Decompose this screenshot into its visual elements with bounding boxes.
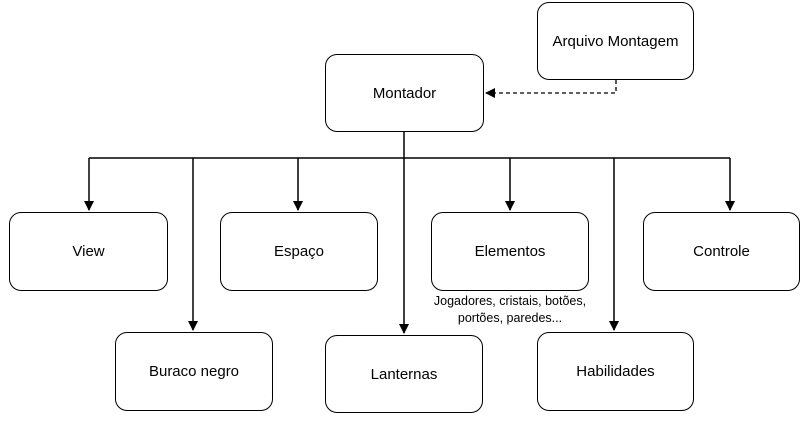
node-elementos-label: Elementos — [474, 243, 546, 260]
arquivo-to-montador-edge — [485, 80, 617, 98]
node-buraco-negro-label: Buraco negro — [148, 363, 240, 380]
node-controle[interactable]: Controle — [643, 212, 800, 291]
node-montador[interactable]: Montador — [325, 54, 484, 132]
elementos-annotation: Jogadores, cristais, botões, portões, pa… — [421, 293, 599, 327]
node-view-label: View — [72, 243, 105, 260]
node-lanternas[interactable]: Lanternas — [325, 335, 483, 413]
node-habilidades-label: Habilidades — [576, 363, 655, 380]
node-lanternas-label: Lanternas — [370, 365, 438, 383]
node-elementos[interactable]: Elementos — [431, 212, 589, 291]
node-arquivo-montagem-label: Arquivo Montagem — [552, 32, 679, 50]
node-espaco[interactable]: Espaço — [220, 212, 378, 291]
node-habilidades[interactable]: Habilidades — [537, 332, 694, 411]
elementos-annotation-line2: portões, paredes... — [457, 311, 563, 325]
node-controle-label: Controle — [693, 243, 750, 260]
elementos-annotation-line1: Jogadores, cristais, botões, — [433, 294, 587, 308]
node-view[interactable]: View — [9, 212, 168, 291]
node-arquivo-montagem[interactable]: Arquivo Montagem — [537, 2, 694, 80]
node-espaco-label: Espaço — [273, 243, 325, 260]
node-buraco-negro[interactable]: Buraco negro — [115, 332, 273, 411]
node-montador-label: Montador — [372, 84, 437, 102]
